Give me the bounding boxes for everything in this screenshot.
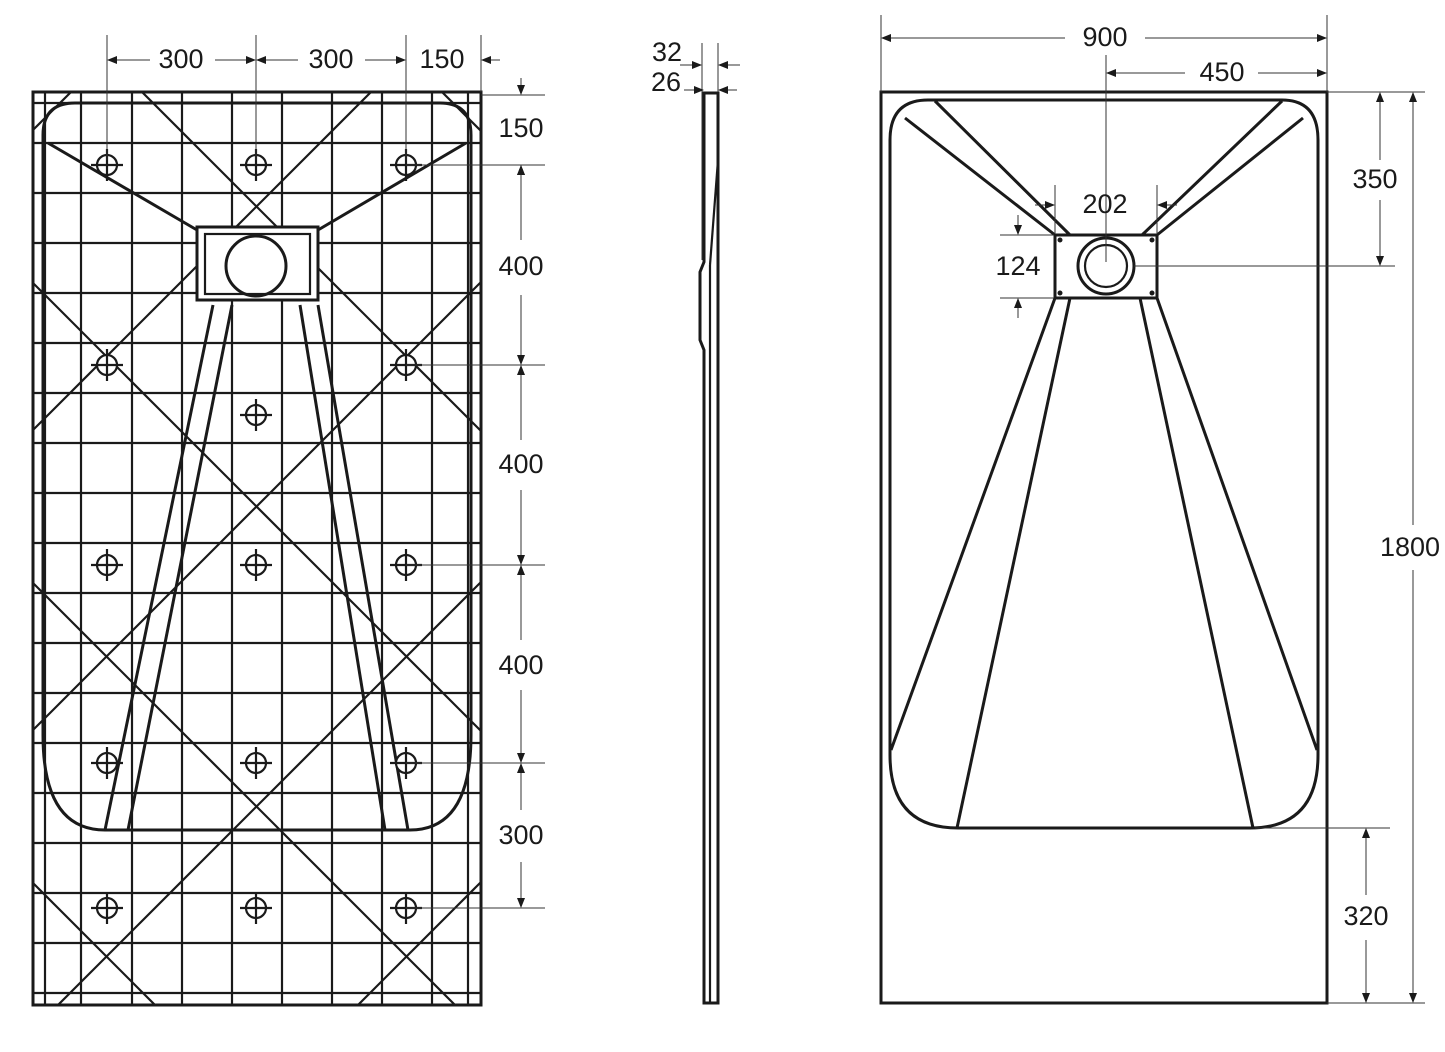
grid-rib-diagonal	[57, 581, 481, 1005]
basin-outline-top	[888, 98, 1320, 830]
dim-width: 900	[1082, 22, 1127, 52]
drain-housing	[195, 225, 320, 302]
dim-total-height: 32	[652, 37, 682, 67]
dim-drain-height: 124	[995, 251, 1040, 281]
dim-row-spacing-2: 400	[498, 449, 543, 479]
bottom-view: 300 300 150 150 400 400 400 300	[31, 35, 545, 1007]
side-dimensions	[680, 43, 740, 260]
dim-row-spacing-1: 400	[498, 251, 543, 281]
fixing-hole	[240, 892, 272, 924]
dim-row-spacing-4: 300	[498, 820, 543, 850]
dim-top-edge: 150	[498, 113, 543, 143]
drain-channels	[47, 141, 467, 831]
basin-outline	[41, 101, 473, 832]
dim-hole-spacing-2: 300	[308, 44, 353, 74]
dim-hole-spacing-1: 300	[158, 44, 203, 74]
fixing-hole	[240, 399, 272, 431]
fixing-hole	[240, 549, 272, 581]
dim-drain-width: 202	[1082, 189, 1127, 219]
dim-hole-edge: 150	[419, 44, 464, 74]
bottom-view-outline	[31, 90, 483, 1007]
grid-rib-diagonal	[33, 582, 456, 1005]
dim-row-spacing-3: 400	[498, 650, 543, 680]
top-view-outline	[879, 90, 1329, 1005]
slope-channels	[889, 99, 1319, 829]
bottom-horizontal-dimensions	[106, 35, 500, 160]
top-view-dimensions	[880, 15, 1425, 1004]
side-profile-outline	[698, 91, 720, 1005]
dim-edge-height: 26	[651, 67, 681, 97]
bottom-vertical-dimensions	[406, 78, 545, 909]
fixing-hole	[91, 149, 123, 181]
fixing-hole	[91, 747, 123, 779]
dim-length: 1800	[1380, 532, 1440, 562]
side-view: 32 26	[651, 37, 740, 1005]
fixing-hole	[91, 349, 123, 381]
dim-half-width: 450	[1199, 57, 1244, 87]
fixing-hole	[91, 892, 123, 924]
fixing-hole	[91, 549, 123, 581]
dim-end-gap: 320	[1343, 901, 1388, 931]
grid-rib-diagonal	[357, 881, 481, 1005]
dim-drain-offset: 350	[1352, 164, 1397, 194]
fixing-hole	[240, 747, 272, 779]
top-view: 900 450 202 124 350 1800 320	[879, 15, 1440, 1005]
grid-rib-diagonal	[33, 882, 156, 1005]
